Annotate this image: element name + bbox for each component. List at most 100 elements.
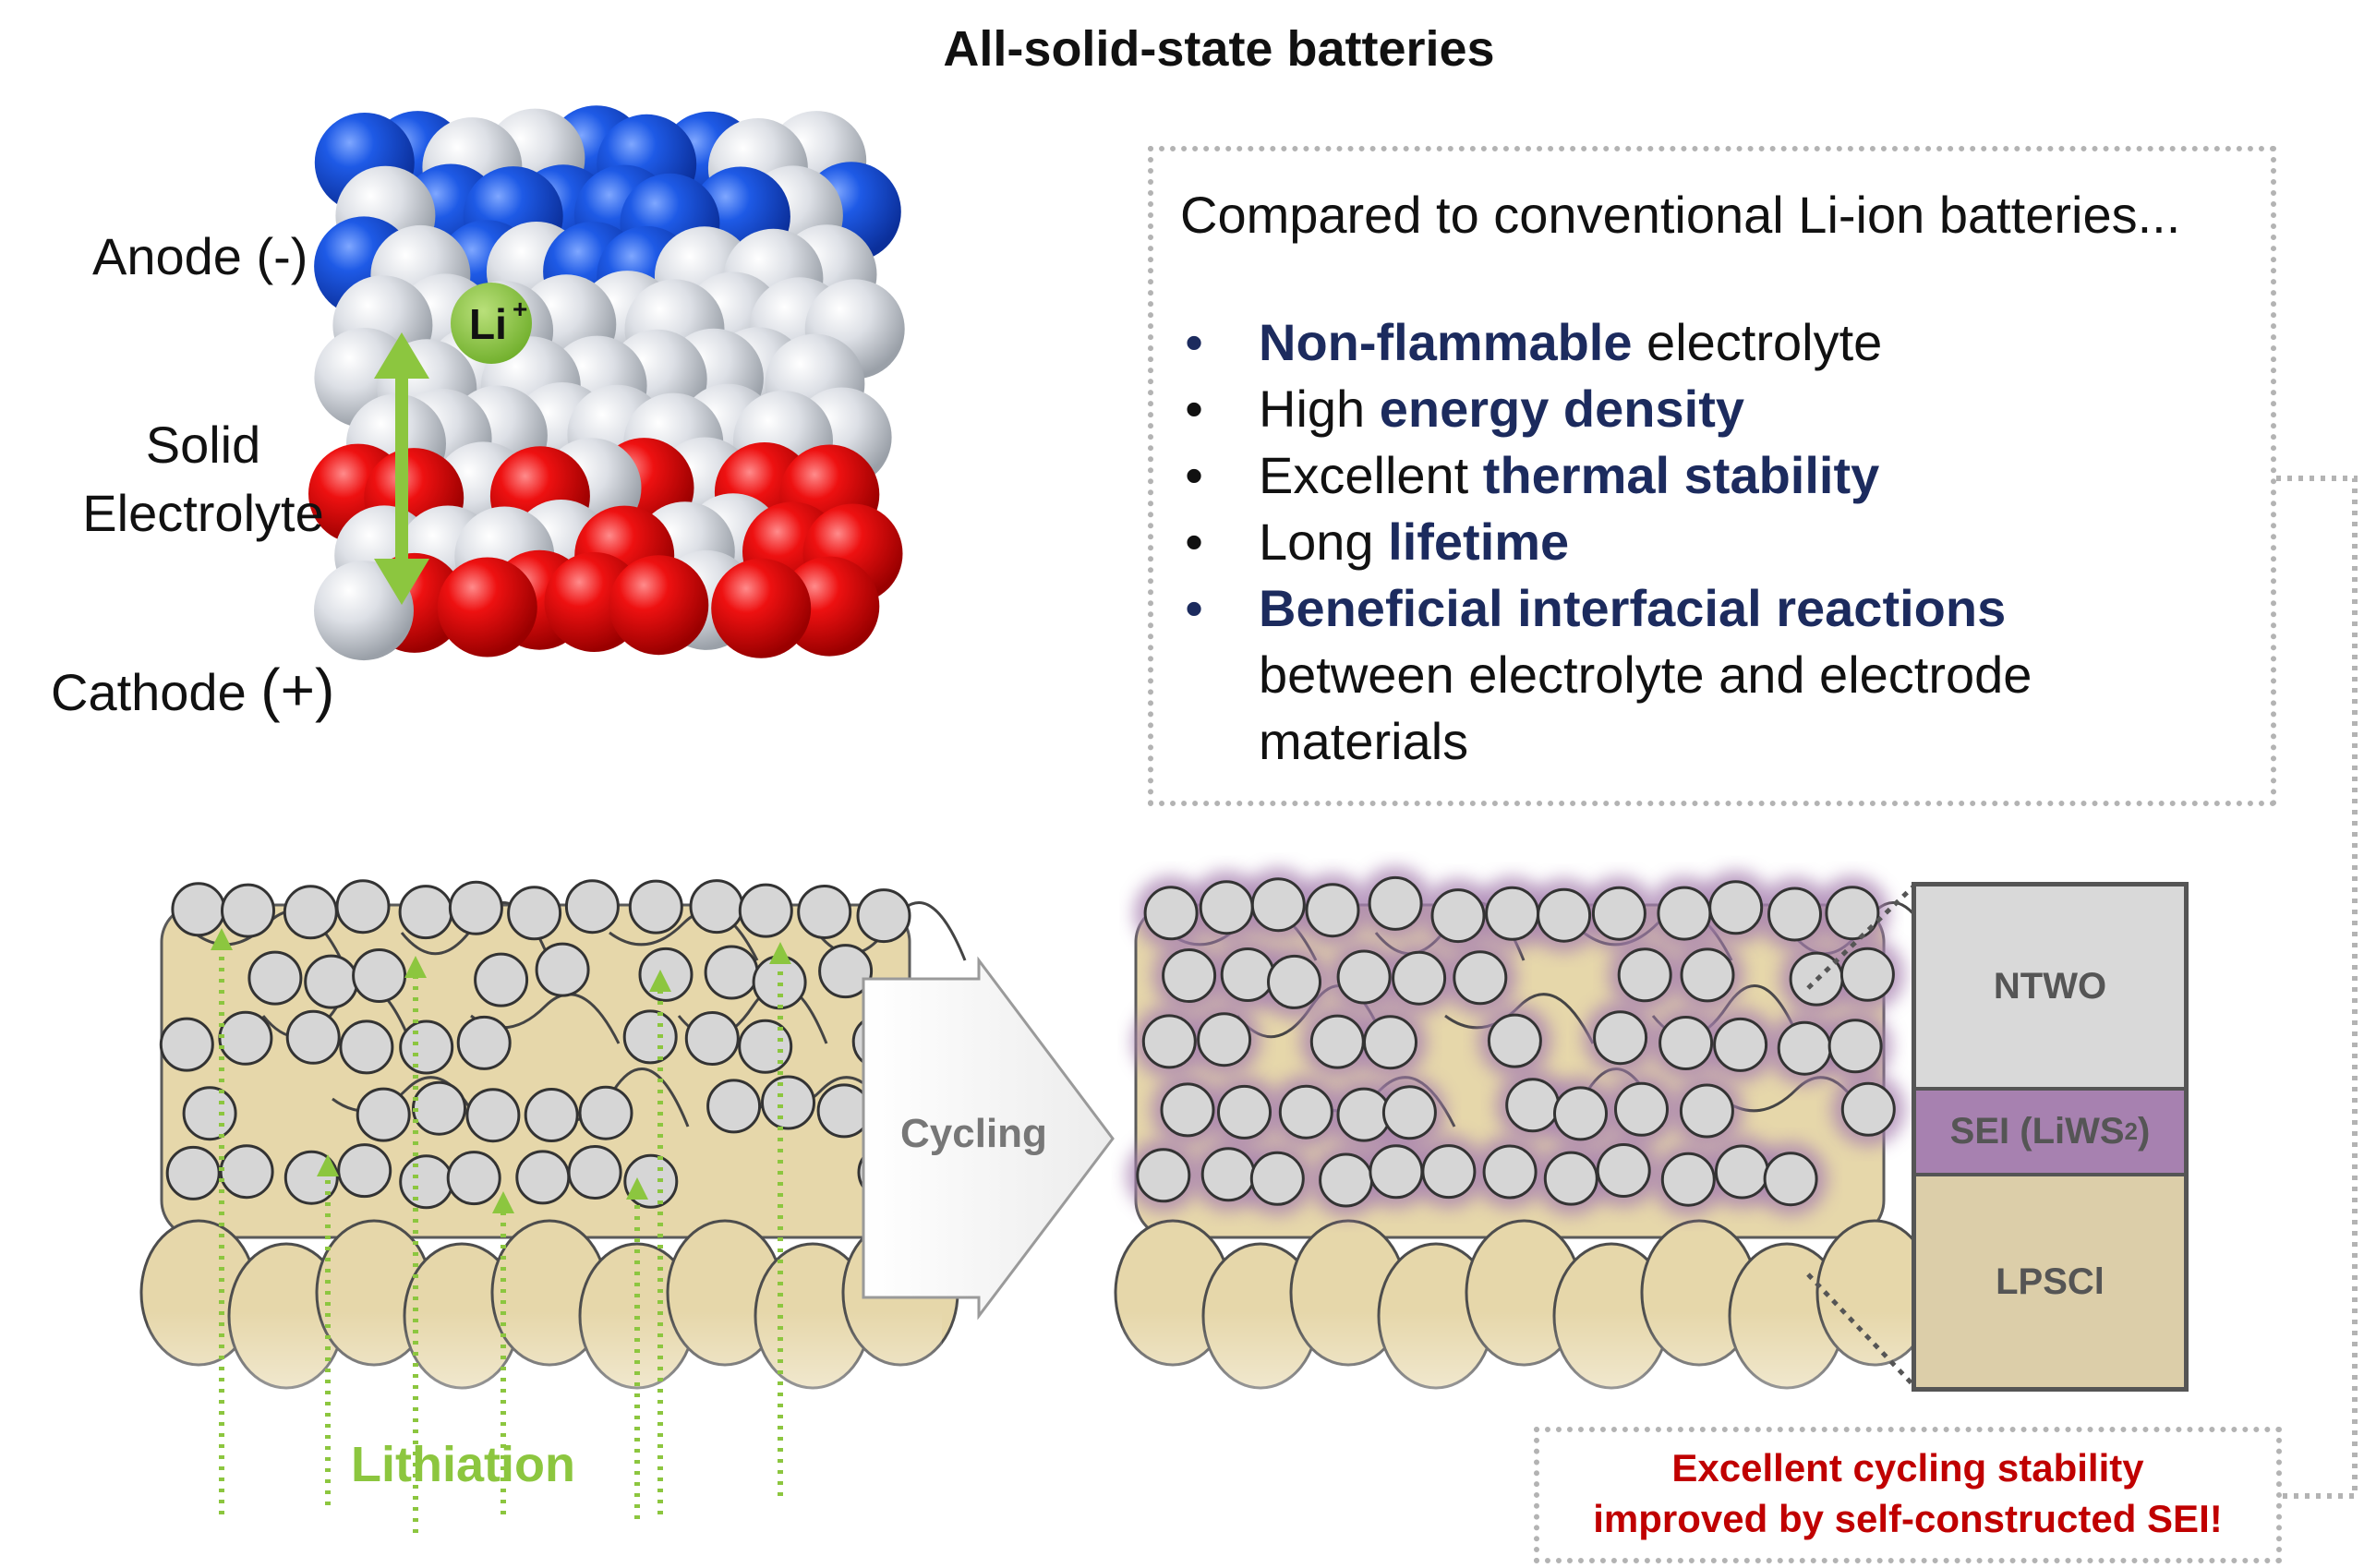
callout-line2: improved by self-constructed SEI! — [1593, 1497, 2223, 1540]
ntwo-particle — [1267, 954, 1321, 1009]
ntwo-particle — [535, 942, 590, 997]
ntwo-particle — [1839, 947, 1895, 1002]
particle-sphere — [314, 561, 414, 661]
ntwo-particle — [356, 1087, 411, 1142]
ntwo-particle — [1319, 1152, 1374, 1208]
ntwo-particle — [1708, 880, 1764, 935]
ntwo-particle — [159, 1017, 214, 1072]
ntwo-particle — [1200, 1147, 1256, 1202]
ntwo-particle — [339, 1019, 394, 1075]
sei-subscript: 2 — [2124, 1117, 2139, 1145]
advantage-text: electrolyte — [1632, 313, 1883, 371]
ntwo-particle — [1249, 1151, 1305, 1206]
advantage-text: Long — [1259, 513, 1389, 571]
ntwo-particle — [1827, 1019, 1883, 1074]
solid-electrolyte-line2: Electrolyte — [82, 484, 324, 542]
ntwo-particle — [335, 879, 391, 935]
advantage-text: High — [1259, 380, 1380, 438]
bullet-icon: • — [1185, 446, 1203, 504]
ntwo-particle — [761, 1075, 815, 1130]
particle-sphere — [711, 558, 812, 658]
solid-electrolyte-label: Solid Electrolyte — [37, 411, 369, 548]
ntwo-particle — [1553, 1086, 1608, 1141]
ntwo-particle — [1336, 949, 1392, 1005]
ntwo-particle — [399, 1154, 454, 1210]
ntwo-particle — [797, 885, 852, 939]
ntwo-particle — [399, 1019, 454, 1075]
li-ion-label: Li — [469, 300, 507, 348]
ntwo-particle — [578, 1085, 633, 1140]
ntwo-particle — [1220, 947, 1275, 1002]
ntwo-particle — [1160, 1082, 1215, 1138]
ntwo-particle — [704, 945, 759, 1000]
ntwo-particle — [1430, 888, 1486, 944]
lithiation-arrowhead — [626, 1177, 648, 1200]
advantage-bold: Non-flammable — [1259, 313, 1633, 371]
ntwo-particle — [1485, 886, 1540, 941]
advantage-item: • High energy density — [1180, 376, 2270, 442]
advantages-list: • Non-flammable electrolyte • High energ… — [1180, 309, 2270, 775]
ntwo-particle — [1381, 1085, 1437, 1140]
advantage-bold: thermal stability — [1482, 446, 1880, 504]
cathode-sign: (+) — [260, 657, 335, 723]
advantages-intro: Compared to conventional Li-ion batterie… — [1180, 186, 2181, 244]
ntwo-particle — [628, 879, 683, 935]
ntwo-particle — [856, 888, 911, 944]
advantage-text: between electrolyte and electrode — [1259, 645, 2032, 704]
ntwo-particle — [1453, 950, 1508, 1006]
advantage-text: Excellent — [1259, 446, 1483, 504]
cycling-label: Cycling — [900, 1111, 1047, 1156]
ntwo-particle — [1657, 886, 1712, 941]
cathode-label: Cathode (+) — [51, 656, 334, 724]
bracket-connector — [2276, 476, 2358, 1499]
ntwo-particle — [1217, 1084, 1272, 1140]
lithiation-arrowhead — [649, 970, 671, 992]
ntwo-particle — [1305, 883, 1360, 938]
advantage-item: • Non-flammable electrolyte — [1180, 309, 2270, 376]
ntwo-particle — [221, 883, 275, 938]
ntwo-particle — [622, 1009, 678, 1065]
callout-line1: Excellent cycling stability — [1671, 1446, 2144, 1490]
lithiation-arrowhead — [211, 928, 233, 950]
cathode-text: Cathode — [51, 663, 247, 721]
ntwo-particle — [1658, 1016, 1714, 1070]
ntwo-particle — [465, 1088, 521, 1143]
lithiation-arrowhead — [404, 956, 427, 978]
lithiation-arrowhead — [492, 1191, 514, 1213]
ntwo-particle — [182, 1086, 237, 1141]
advantage-item: • Beneficial interfacial reactions betwe… — [1180, 575, 2270, 775]
ntwo-particle — [352, 948, 407, 1003]
ntwo-particle — [1714, 1144, 1769, 1200]
li-ion-sphere: Li + — [451, 283, 532, 364]
ntwo-particle — [1543, 1151, 1598, 1206]
ntwo-particle — [738, 1019, 793, 1074]
ntwo-particle — [515, 1150, 571, 1205]
ntwo-particle — [1392, 950, 1447, 1006]
particle-sphere — [437, 557, 537, 657]
ntwo-particle — [1143, 886, 1199, 941]
li-ion-charge: + — [513, 295, 527, 323]
ntwo-particle — [1136, 1148, 1191, 1203]
ntwo-particle — [1614, 1081, 1669, 1137]
ntwo-particle — [1421, 1144, 1477, 1200]
ntwo-particle — [1617, 947, 1672, 1003]
ntwo-particle — [456, 1015, 512, 1070]
ntwo-particle — [1840, 1081, 1896, 1137]
ntwo-layer: NTWO — [1916, 887, 2184, 1087]
advantage-item: • Excellent thermal stability — [1180, 442, 2270, 509]
ntwo-particle — [1537, 887, 1592, 943]
ntwo-particle — [638, 947, 694, 1002]
advantage-bold: lifetime — [1388, 513, 1570, 571]
lithiation-arrowhead — [317, 1154, 339, 1176]
ntwo-particle — [1368, 875, 1423, 931]
ntwo-particle — [564, 879, 620, 935]
ntwo-particle — [1777, 1020, 1832, 1076]
ntwo-particle — [1763, 1152, 1818, 1207]
ntwo-particle — [1278, 1084, 1333, 1140]
ntwo-particle — [474, 952, 529, 1007]
ntwo-particle — [507, 886, 562, 941]
ntwo-particle — [1141, 1014, 1197, 1069]
